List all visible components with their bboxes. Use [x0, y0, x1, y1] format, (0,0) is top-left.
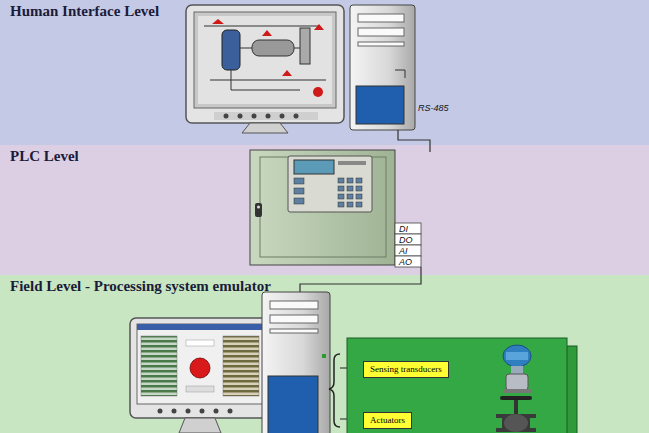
- plc-cabinet: [250, 150, 395, 265]
- box-label: Sensing transducers: [370, 364, 442, 375]
- bus-label: RS-485: [418, 103, 449, 113]
- io-terminals: [395, 223, 421, 267]
- hmi-monitor: [186, 5, 344, 133]
- rs485-wire: [398, 130, 430, 152]
- bracket: [329, 354, 340, 427]
- emulator-monitor: [130, 318, 270, 433]
- sensor-box: Sensing transducers: [363, 361, 449, 378]
- level-title: PLC Level: [0, 145, 79, 165]
- valve-icon: [496, 396, 536, 432]
- signal-name: DI: [399, 224, 408, 234]
- transducer-icon: [503, 345, 531, 393]
- emulator-computer: [262, 292, 330, 433]
- actuator-box: Actuators: [363, 412, 412, 429]
- box-label: Actuators: [370, 415, 405, 426]
- hmi-computer: [350, 5, 415, 130]
- level-title: Field Level - Processing system emulator: [0, 275, 271, 295]
- signal-name: AI: [399, 246, 408, 256]
- device-panel: [347, 338, 577, 433]
- level-title: Human Interface Level: [0, 0, 159, 20]
- signal-name: AO: [399, 257, 412, 267]
- io-wire: [300, 267, 421, 292]
- signal-name: DO: [399, 235, 413, 245]
